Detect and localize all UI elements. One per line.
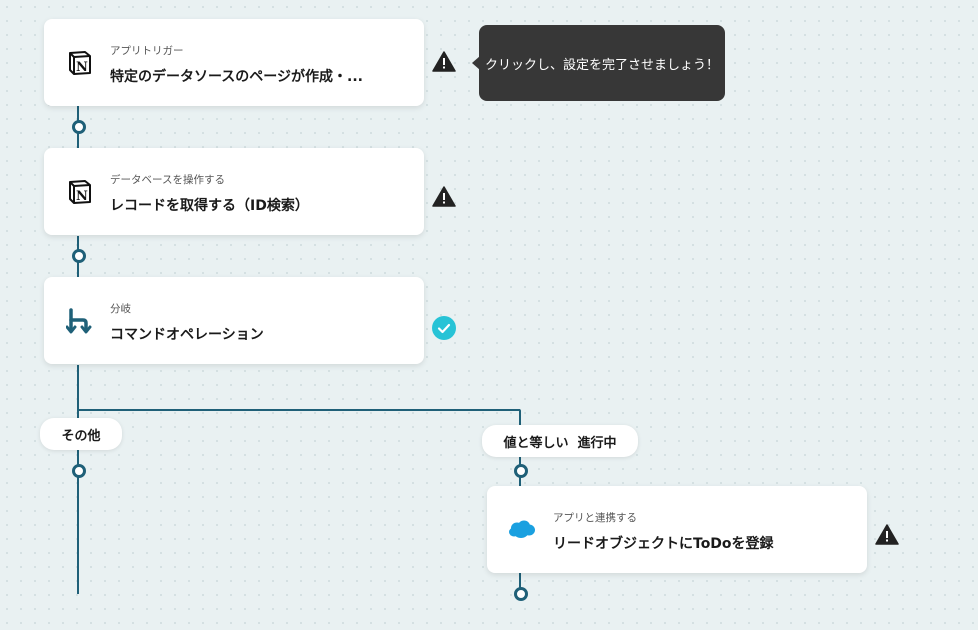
step-subtitle: アプリトリガー (110, 45, 184, 57)
branch-icon (66, 308, 92, 334)
step-title: レコードを取得する（ID検索） (110, 198, 309, 214)
notion-icon: N (69, 180, 91, 204)
branch-horizontal-line (77, 409, 520, 411)
check-icon (432, 316, 456, 340)
step-subtitle: アプリと連携する (553, 512, 637, 524)
svg-text:N: N (76, 189, 88, 204)
tooltip-text: クリックし、設定を完了させましょう！ (484, 57, 719, 73)
connector-line (519, 573, 521, 593)
notion-icon: N (69, 51, 91, 75)
step-subtitle: データベースを操作する (110, 174, 225, 186)
add-step-dot[interactable] (72, 249, 86, 263)
svg-text:N: N (76, 60, 88, 75)
branch-label-other[interactable]: その他 (40, 418, 122, 450)
warning-icon (432, 186, 456, 207)
step-card-branch[interactable]: 分岐 コマンドオペレーション (44, 277, 424, 364)
connector-line (77, 365, 79, 594)
salesforce-icon (509, 520, 535, 538)
tooltip: クリックし、設定を完了させましょう！ (472, 25, 725, 101)
add-step-dot[interactable] (72, 464, 86, 478)
branch-label-equals[interactable]: 値と等しい 進行中 (482, 425, 638, 457)
add-step-dot[interactable] (514, 464, 528, 478)
warning-icon (432, 51, 456, 72)
branch-label-text: その他 (61, 428, 101, 444)
warning-icon (875, 524, 899, 545)
branch-label-text: 値と等しい 進行中 (503, 435, 617, 451)
step-title: リードオブジェクトにToDoを登録 (553, 536, 774, 552)
step-title: コマンドオペレーション (110, 327, 264, 343)
step-title: 特定のデータソースのページが作成・... (110, 69, 363, 85)
step-card-salesforce[interactable]: アプリと連携する リードオブジェクトにToDoを登録 (487, 486, 867, 573)
add-step-dot[interactable] (72, 120, 86, 134)
step-card-trigger[interactable]: N アプリトリガー 特定のデータソースのページが作成・... (44, 19, 424, 106)
step-card-get-record[interactable]: N データベースを操作する レコードを取得する（ID検索） (44, 148, 424, 235)
step-subtitle: 分岐 (110, 303, 131, 315)
add-step-dot[interactable] (514, 587, 528, 601)
